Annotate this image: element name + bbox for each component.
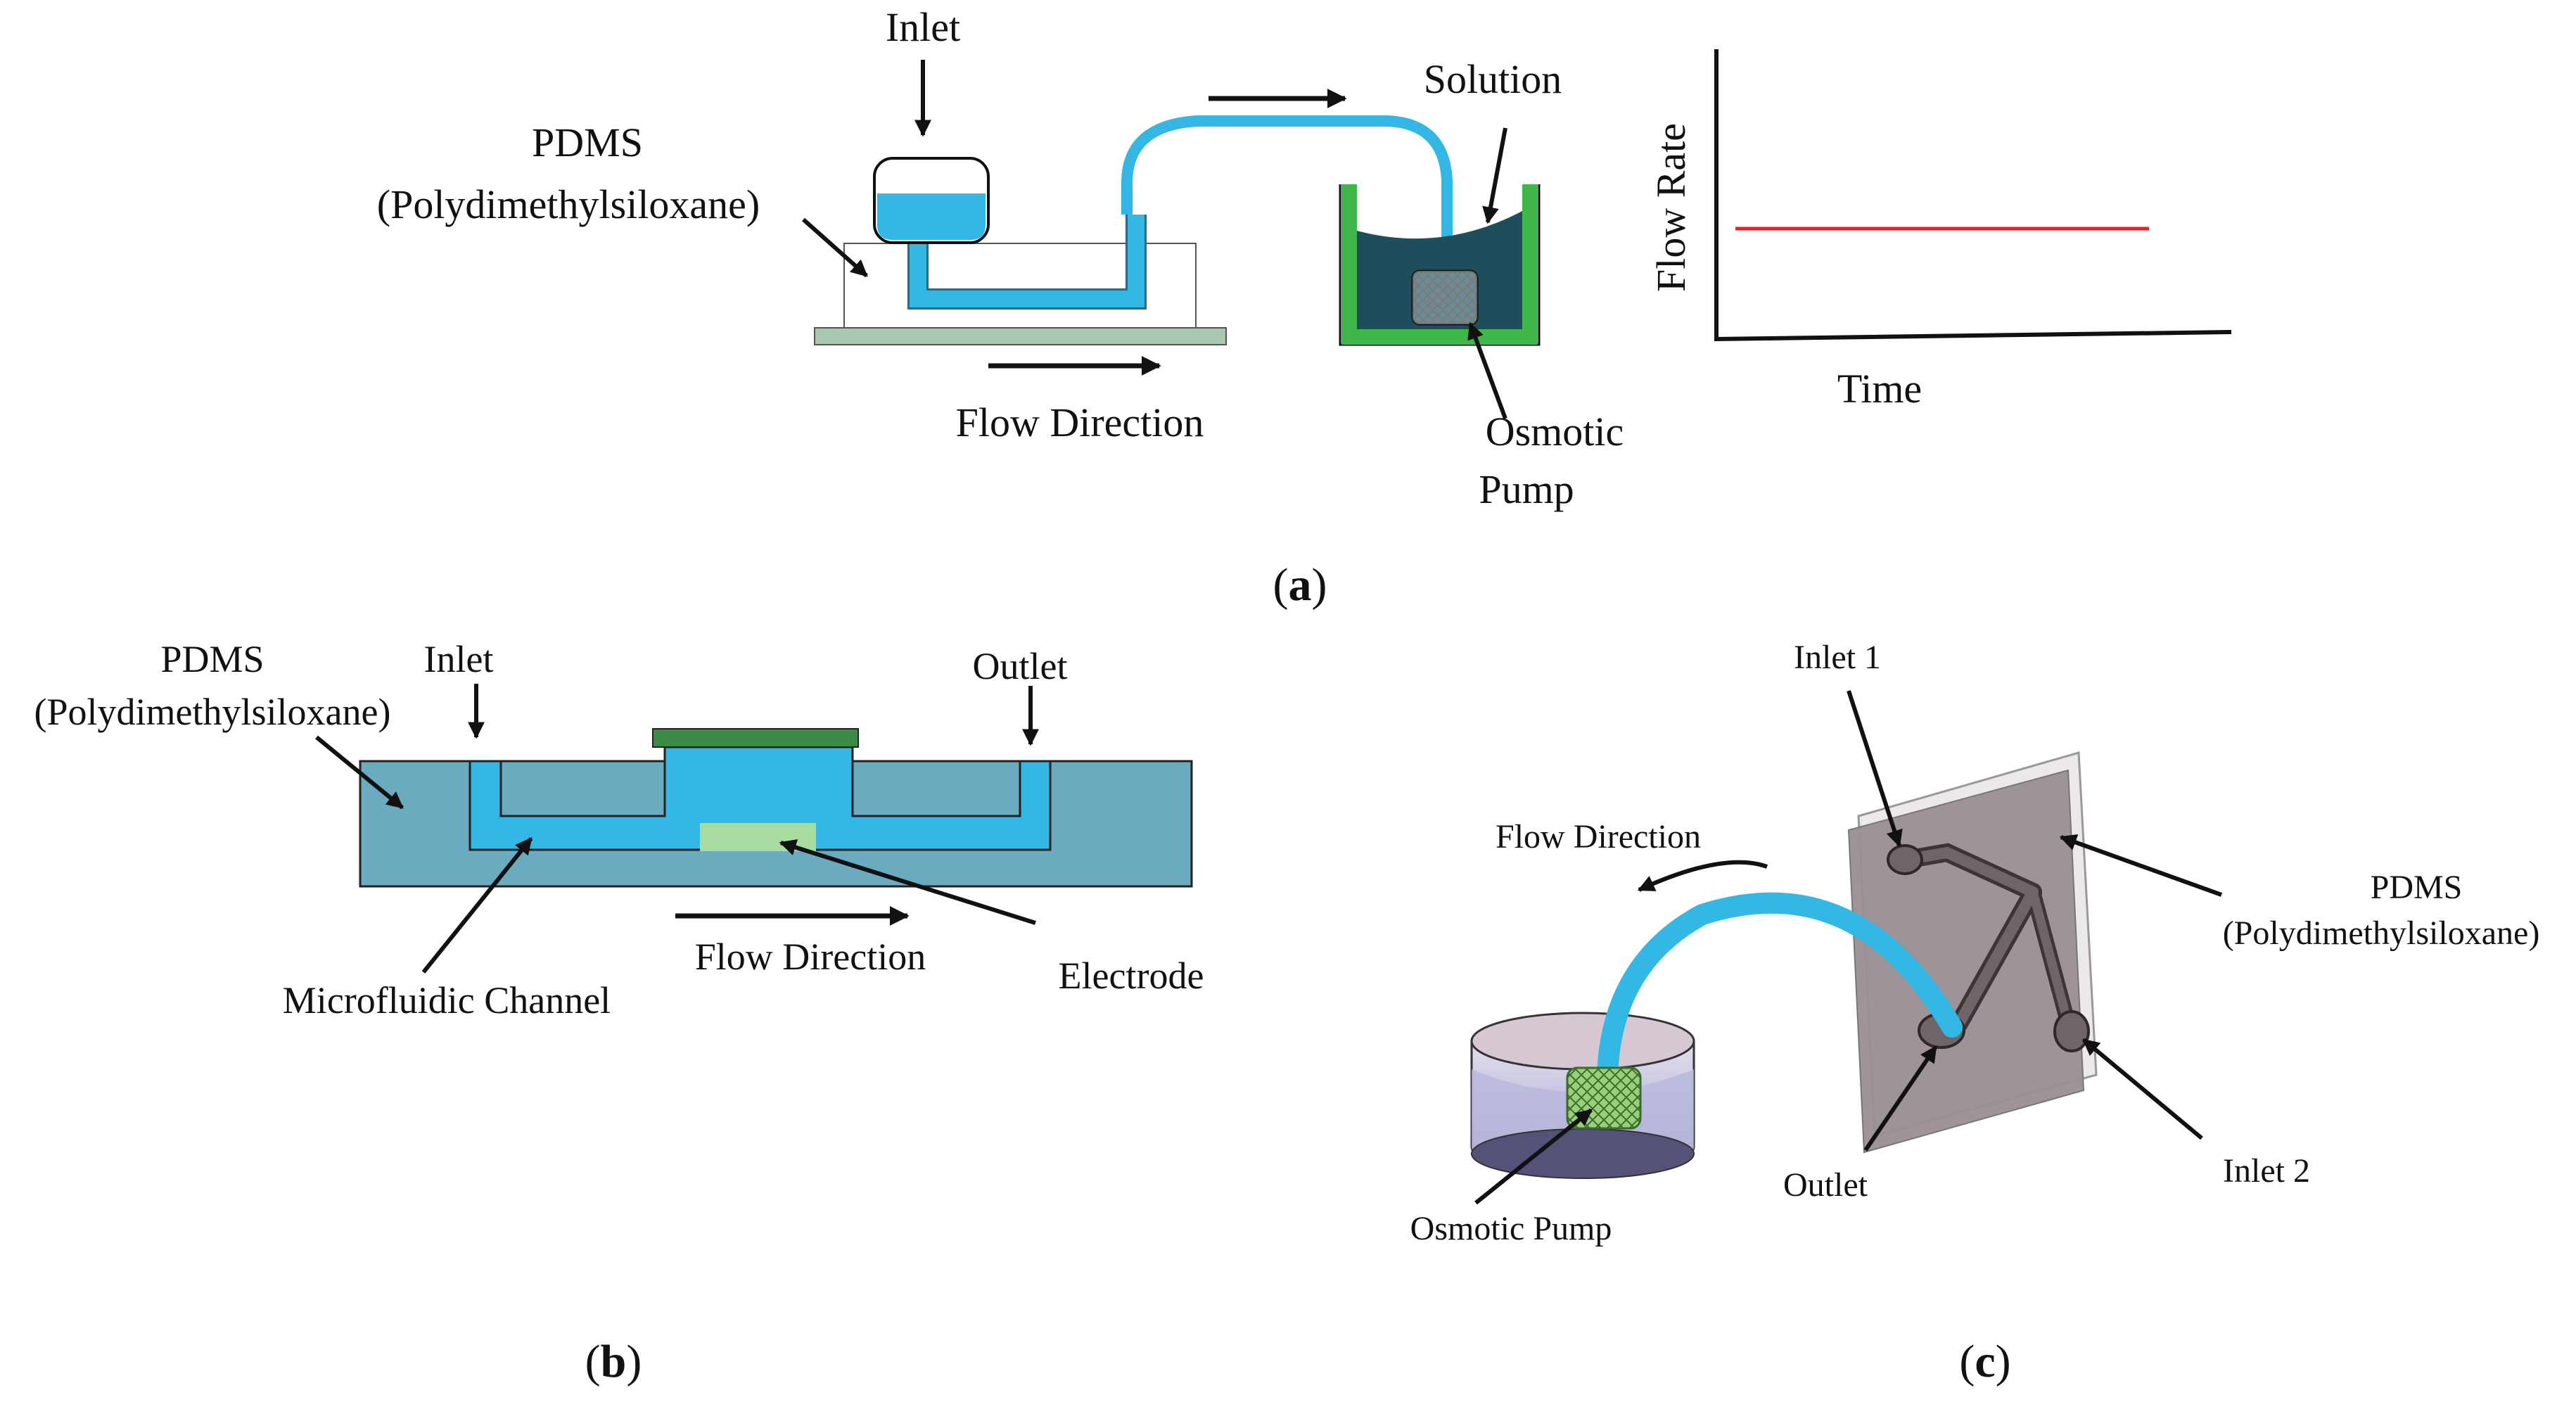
c-inlet2-arrow (2082, 1038, 2203, 1140)
c-outlet-arrow (1863, 1045, 1938, 1152)
c-osmotic-pump-label: Osmotic Pump (1410, 1210, 1612, 1247)
graph-ylabel: Flow Rate (1648, 123, 1694, 292)
c-inlet1-label: Inlet 1 (1794, 639, 1881, 676)
b-channel-label: Microfluidic Channel (283, 979, 611, 1021)
panel-c: Inlet 1 Inlet 2 Outlet PDMS (Polydimethy… (1410, 639, 2540, 1387)
b-inlet-label: Inlet (424, 638, 494, 680)
c-inlet2-label: Inlet 2 (2223, 1152, 2310, 1190)
c-pdms-full-label: (Polydimethylsiloxane) (2223, 915, 2540, 952)
b-channel-arrow (421, 837, 533, 974)
c-flow-direction-label: Flow Direction (1496, 818, 1701, 855)
flow-direction-label: Flow Direction (956, 400, 1204, 445)
c-pdms-arrow (2059, 834, 2223, 897)
solution-arrow (1482, 127, 1507, 224)
c-pdms-label: PDMS (2371, 869, 2463, 906)
caption-c: (c) (1959, 1336, 2010, 1387)
c-inlet1-port (1887, 844, 1923, 875)
c-inlet2-port (2053, 1010, 2090, 1052)
glass-substrate (814, 327, 1227, 345)
solution-label: Solution (1424, 56, 1562, 102)
c-inlet1-arrow (1847, 690, 1903, 848)
b-pdms-full-label: (Polydimethylsiloxane) (34, 691, 391, 733)
microfluidic-channel (468, 746, 1052, 851)
top-electrode (652, 728, 859, 748)
b-pdms-label: PDMS (160, 638, 264, 680)
pump-label: Pump (1479, 466, 1574, 512)
c-outlet-label: Outlet (1783, 1166, 1868, 1204)
pdms-label: PDMS (532, 120, 643, 165)
panel-b: PDMS (Polydimethylsiloxane) Inlet Outlet… (34, 638, 1204, 1387)
caption-b: (b) (585, 1336, 642, 1387)
b-pdms-arrow (315, 735, 404, 810)
osmotic-arrow (1467, 321, 1507, 420)
c-tube (1597, 892, 1963, 1087)
pdms-arrow (802, 217, 868, 278)
osmotic-label: Osmotic (1486, 409, 1624, 454)
inlet-label: Inlet (886, 4, 960, 50)
c-flow-arrow (1637, 860, 1768, 892)
b-electrode-arrow (779, 839, 1036, 925)
b-electrode-label: Electrode (1059, 955, 1204, 997)
graph-axes (1714, 49, 2232, 342)
osmotic-pump (1411, 269, 1479, 326)
graph-xlabel: Time (1837, 366, 1922, 412)
pdms-full-label: (Polydimethylsiloxane) (377, 181, 760, 227)
c-pump-arrow (1474, 1108, 1593, 1205)
connecting-tube (1121, 115, 1453, 278)
panel-a: Inlet PDMS (Polydimethylsiloxane) Flow D… (377, 4, 2232, 611)
caption-a: (a) (1273, 559, 1327, 611)
flow-rate-graph: Flow Rate Time (1648, 49, 2232, 412)
b-flow-direction-label: Flow Direction (695, 936, 926, 978)
b-outlet-label: Outlet (973, 645, 1068, 687)
